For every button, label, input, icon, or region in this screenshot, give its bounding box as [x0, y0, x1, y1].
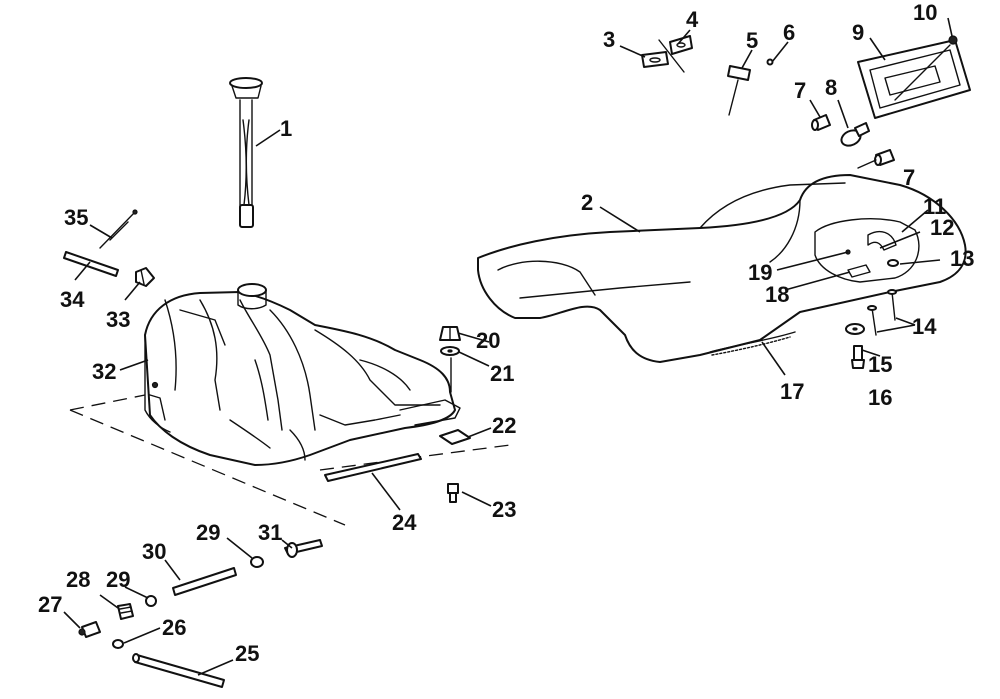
- callout-1: 1: [280, 116, 292, 141]
- rod-34: [63, 251, 119, 277]
- fuel-tank: [144, 283, 461, 466]
- lamp-7a: [811, 114, 831, 131]
- callout-17: 17: [780, 379, 804, 404]
- callout-20: 20: [476, 328, 500, 353]
- fuel-sender-tube: [229, 77, 263, 228]
- tail-lens-9: [857, 39, 971, 119]
- seat-base-17: [709, 331, 796, 356]
- callout-13: 13: [950, 246, 974, 271]
- bolt-16: [851, 345, 865, 369]
- plate-4: [669, 35, 693, 55]
- callout-21: 21: [490, 361, 514, 386]
- callout-35: 35: [64, 205, 88, 230]
- callout-26: 26: [162, 615, 186, 640]
- callout-32: 32: [92, 359, 116, 384]
- screw-10: [948, 35, 958, 45]
- callout-25: 25: [235, 641, 259, 666]
- callout-3: 3: [603, 27, 615, 52]
- bolt-14b: [887, 289, 897, 321]
- washer-21: [440, 346, 460, 393]
- callout-18: 18: [765, 282, 789, 307]
- bulb-8: [840, 122, 870, 147]
- callout-23: 23: [492, 497, 516, 522]
- lamp-7b: [857, 149, 895, 169]
- grommet-29b: [145, 595, 157, 607]
- grommet-26: [112, 639, 124, 649]
- callout-14: 14: [912, 314, 937, 339]
- callout-27: 27: [38, 592, 62, 617]
- rod-30: [172, 567, 237, 596]
- grommet-29a: [250, 556, 264, 568]
- callout-15: 15: [868, 352, 892, 377]
- callout-24: 24: [392, 510, 417, 535]
- callout-labels: 1 2 3 4 5 6 7 8 9 10 7 11 12 13 19 18 14…: [38, 0, 974, 666]
- callout-5: 5: [746, 28, 758, 53]
- strip-24: [324, 453, 422, 482]
- callout-28: 28: [66, 567, 90, 592]
- callout-29a: 29: [196, 520, 220, 545]
- callout-22: 22: [492, 413, 516, 438]
- screw-6: [766, 58, 774, 66]
- fitting-27: [78, 621, 101, 638]
- plate-3: [641, 39, 685, 73]
- callout-12: 12: [930, 215, 954, 240]
- callout-30: 30: [142, 539, 166, 564]
- callout-6: 6: [783, 20, 795, 45]
- fitting-33: [135, 267, 155, 287]
- rod-25: [132, 653, 225, 688]
- callout-8: 8: [825, 75, 837, 100]
- pad-22: [439, 429, 471, 445]
- bracket-5: [727, 65, 751, 116]
- callout-2: 2: [581, 190, 593, 215]
- callout-29b: 29: [106, 567, 130, 592]
- callout-34: 34: [60, 287, 85, 312]
- callout-19: 19: [748, 260, 772, 285]
- seat: [477, 174, 967, 363]
- washer-15: [845, 323, 865, 335]
- bolt-23: [447, 483, 459, 503]
- callout-10: 10: [913, 0, 937, 25]
- bolt-14a: [867, 305, 877, 336]
- callout-9: 9: [852, 20, 864, 45]
- callout-7b: 7: [903, 165, 915, 190]
- nut-20: [439, 326, 461, 341]
- spring-28: [117, 603, 134, 620]
- callout-33: 33: [106, 307, 130, 332]
- callout-16: 16: [868, 385, 892, 410]
- callout-11: 11: [923, 194, 946, 219]
- callout-31: 31: [258, 520, 282, 545]
- callout-4: 4: [686, 7, 699, 32]
- clip-35: [99, 209, 138, 249]
- callout-7a: 7: [794, 78, 806, 103]
- pin-31: [284, 539, 323, 558]
- leader-lines: [63, 17, 953, 676]
